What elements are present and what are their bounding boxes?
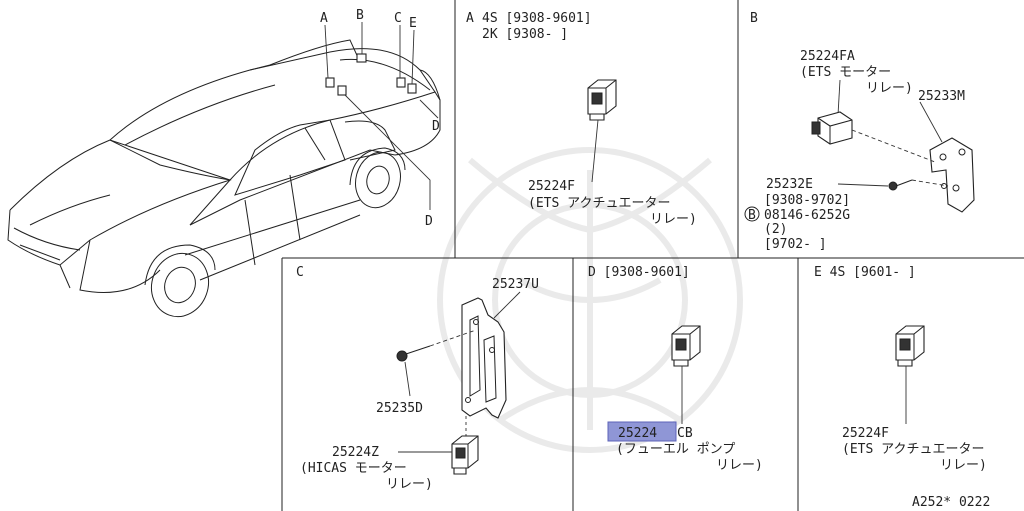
callout-b: B	[356, 8, 364, 23]
panel-c-relay-part-no: 25224Z	[332, 445, 379, 460]
bracket-c	[461, 297, 507, 419]
car-relay-d	[337, 85, 347, 96]
panel-e-desc1: (ETS アクチュエーター	[842, 442, 984, 457]
panel-d-desc2: リレー)	[716, 458, 763, 473]
panel-b-bracket-part-no: 25233M	[918, 89, 965, 104]
screw-icon	[888, 179, 913, 191]
panel-b-bolt-qty: (2)	[764, 222, 787, 237]
panel-b-bolt-date: [9702- ]	[764, 237, 827, 252]
callout-a: A	[320, 11, 328, 26]
panel-b-bolt-marker: B	[748, 208, 756, 223]
panel-d-part-suffix: CB	[677, 426, 693, 441]
panel-c-screw-part-no: 25235D	[376, 401, 423, 416]
screw-icon	[396, 345, 431, 362]
panel-a: A 4S [9308-9601] 2K [9308- ] 25224F (ETS…	[466, 11, 697, 227]
callout-d-upper: D	[432, 119, 440, 134]
callout-c: C	[394, 11, 402, 26]
relay-icon	[451, 435, 479, 475]
panel-b-relay-desc1: (ETS モーター	[800, 65, 891, 80]
part-number-highlight	[607, 421, 677, 442]
car-relay-e	[407, 83, 417, 94]
car-overview: A B C E D D	[7, 8, 441, 318]
panel-d: D [9308-9601] 25224 CB (フューエル ポンプ リレー)	[588, 265, 763, 473]
panel-b-bolt-part-no: 08146-6252G	[764, 208, 850, 223]
panel-a-desc2: リレー)	[650, 212, 697, 227]
reference-code: A252* 0222	[912, 495, 990, 510]
panel-a-letter: A	[466, 11, 474, 26]
panel-frames	[281, 0, 1024, 511]
callout-e: E	[409, 16, 417, 31]
panel-d-desc1: (フューエル ポンプ	[616, 442, 735, 457]
bracket-b	[929, 137, 975, 213]
panel-b-screw-part-no: 25232E	[766, 177, 813, 192]
panel-b: B 25224FA (ETS モーター リレー) 25233M 2	[744, 11, 975, 252]
panel-c-bracket-part-no: 25237U	[492, 277, 539, 292]
panel-e: E 4S [9601- ] 25224F (ETS アクチュエーター リレー)	[814, 265, 987, 473]
car-relay-b	[356, 53, 367, 63]
car-body	[7, 39, 441, 318]
panel-b-screw-date: [9308-9702]	[764, 193, 850, 208]
car-relay-a	[325, 77, 335, 88]
panel-c: C 25237U 25235D 25224Z (HICAS モーター	[296, 265, 539, 492]
panel-a-line2: 2K [9308- ]	[482, 27, 568, 42]
panel-d-header: D [9308-9601]	[588, 265, 690, 280]
panel-e-header: E 4S [9601- ]	[814, 265, 916, 280]
panel-b-relay-desc2: リレー)	[866, 81, 913, 96]
relay-icon	[671, 325, 701, 367]
panel-b-relay-part-no: 25224FA	[800, 49, 855, 64]
watermark-emblem	[437, 147, 743, 453]
panel-d-part-no: 25224	[618, 426, 657, 441]
relay-icon	[811, 111, 853, 145]
bolt-marker-circle	[744, 206, 760, 222]
panel-e-part-no: 25224F	[842, 426, 889, 441]
panel-a-desc1: (ETS アクチュエーター	[528, 196, 670, 211]
panel-a-line1: 4S [9308-9601]	[482, 11, 592, 26]
car-relay-c	[396, 77, 406, 88]
panel-c-relay-desc1: (HICAS モーター	[300, 461, 407, 476]
callout-d: D	[425, 214, 433, 229]
panel-c-relay-desc2: リレー)	[386, 477, 433, 492]
relay-icon	[587, 79, 617, 121]
panel-c-letter: C	[296, 265, 304, 280]
panel-a-part-no: 25224F	[528, 179, 575, 194]
panel-e-desc2: リレー)	[940, 458, 987, 473]
relay-icon	[895, 325, 925, 367]
panel-b-letter: B	[750, 11, 758, 26]
